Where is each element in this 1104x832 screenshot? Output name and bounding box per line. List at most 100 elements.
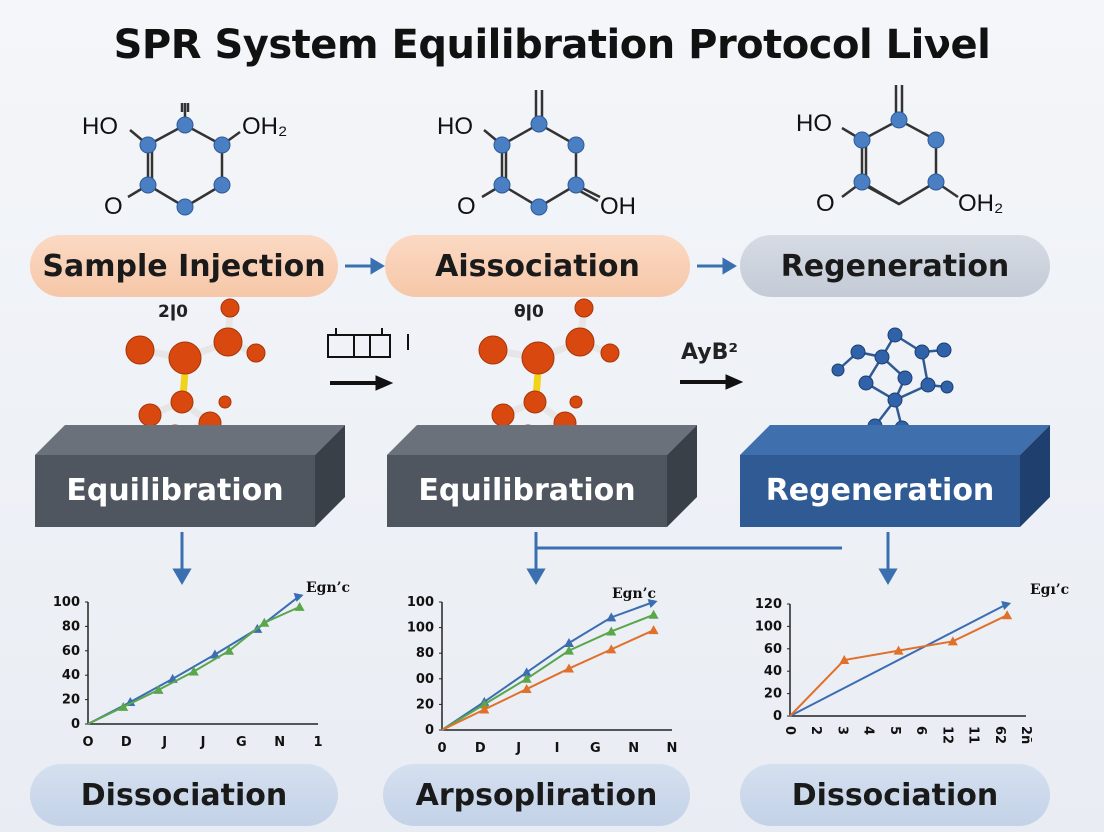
x-tick-label: J	[200, 735, 206, 750]
column-icon	[327, 328, 409, 358]
legend-label: Egı’c	[1030, 582, 1069, 598]
series-marker	[648, 609, 659, 619]
molecule-cluster-1	[125, 298, 266, 448]
molecule-3-label-o: O	[816, 190, 835, 217]
x-tick-label: 4	[861, 726, 876, 735]
molecule-cluster-2	[478, 298, 620, 448]
series-marker	[648, 625, 659, 635]
x-tick-label: 3	[834, 726, 849, 735]
series-arrowhead	[293, 592, 304, 602]
y-tick-label: 60	[764, 642, 782, 657]
y-tick-label: 40	[62, 668, 80, 683]
series-line	[789, 614, 1008, 717]
series-marker	[521, 673, 532, 683]
x-tick-label: 0	[782, 726, 797, 735]
y-tick-label: 20	[764, 687, 782, 702]
arrow-right-icon	[345, 257, 737, 275]
block-3	[740, 425, 1050, 527]
series-marker	[606, 612, 617, 622]
series-marker	[1002, 610, 1013, 620]
x-tick-label: G	[236, 735, 247, 750]
block-2	[387, 425, 697, 527]
x-tick-label: D	[121, 735, 132, 750]
series-marker	[606, 644, 617, 654]
series-marker	[209, 649, 220, 659]
block-1	[35, 425, 345, 527]
y-tick-label: 100	[53, 595, 80, 610]
y-tick-label: 20	[416, 697, 434, 712]
molecule-cluster-3	[831, 327, 954, 436]
molecule-2-label-o: O	[457, 193, 476, 220]
series-arrowhead	[647, 599, 658, 608]
series-arrowhead	[1001, 601, 1012, 610]
pill-association: Aissociation	[385, 235, 690, 297]
molecule-1-label-oh2: OH₂	[242, 113, 288, 140]
pill-sample-injection: Sample Injection	[30, 235, 338, 297]
series-marker	[224, 645, 235, 655]
legend-label: Egn’c	[612, 586, 656, 602]
y-tick-label: 100	[755, 619, 782, 634]
series-line	[441, 629, 655, 731]
molecule-3-label-ho: HO	[796, 110, 832, 137]
y-tick-label: 80	[416, 646, 434, 661]
series-marker	[893, 645, 904, 655]
series-line	[87, 595, 301, 725]
x-tick-label: G	[590, 741, 601, 756]
pill-dissociation-1: Dissociation	[30, 764, 338, 826]
x-tick-label: 0	[437, 741, 446, 756]
x-tick-label: 12	[939, 726, 954, 744]
molecule-3-label-oh2: OH₂	[958, 190, 1004, 217]
legend-label: Egn’c	[306, 580, 350, 596]
arrow-label: AyB²	[681, 340, 738, 365]
connector-arrows	[172, 532, 898, 585]
block-1-label: Equilibration	[66, 473, 284, 508]
x-tick-label: D	[475, 741, 486, 756]
x-tick-label: 11	[966, 726, 981, 744]
y-tick-label: 0	[773, 709, 782, 724]
series-marker	[563, 663, 574, 673]
x-tick-label: 6	[913, 726, 928, 735]
series-marker	[947, 636, 958, 646]
pill-arpsopliration: Arpsopliration	[383, 764, 690, 826]
pill-regeneration: Regeneration	[740, 235, 1050, 297]
x-tick-label: 5	[887, 726, 902, 735]
x-tick-label: 62	[992, 726, 1007, 744]
y-tick-label: 00	[416, 672, 434, 687]
y-tick-label: 80	[62, 619, 80, 634]
arrow-right-icon	[330, 374, 744, 391]
series-marker	[118, 701, 129, 711]
x-tick-label: N	[667, 741, 678, 756]
pill-dissociation-2: Dissociation	[740, 764, 1050, 826]
series-marker	[563, 645, 574, 655]
series-marker	[521, 684, 532, 694]
y-tick-label: 0	[71, 717, 80, 732]
series-line	[789, 603, 1008, 717]
series-marker	[479, 704, 490, 714]
series-line	[441, 601, 654, 731]
x-tick-label: N	[628, 741, 639, 756]
y-tick-label: 0	[425, 723, 434, 738]
y-tick-label: 60	[62, 644, 80, 659]
y-tick-label: 40	[764, 664, 782, 679]
page-title: SPR System Equilibration Protocol Liνel	[113, 22, 991, 68]
molecule-1-label-o: O	[104, 193, 123, 220]
y-tick-label: 120	[755, 597, 782, 612]
x-tick-label: 1	[313, 735, 322, 750]
block-3-label: Regeneration	[765, 473, 995, 508]
series-marker	[259, 617, 270, 627]
x-tick-label: 2	[808, 726, 823, 735]
series-marker	[153, 684, 164, 694]
series-marker	[839, 655, 850, 664]
y-tick-label: 100	[407, 621, 434, 636]
series-marker	[606, 626, 617, 636]
block-2-label: Equilibration	[418, 473, 636, 508]
y-tick-label: 20	[62, 693, 80, 708]
molecule-2-label-ho: HO	[437, 113, 473, 140]
cluster-2-label: θǀ0	[514, 302, 544, 322]
x-tick-label: I	[555, 741, 560, 756]
y-tick-label: 100	[407, 595, 434, 610]
series-marker	[188, 666, 199, 676]
